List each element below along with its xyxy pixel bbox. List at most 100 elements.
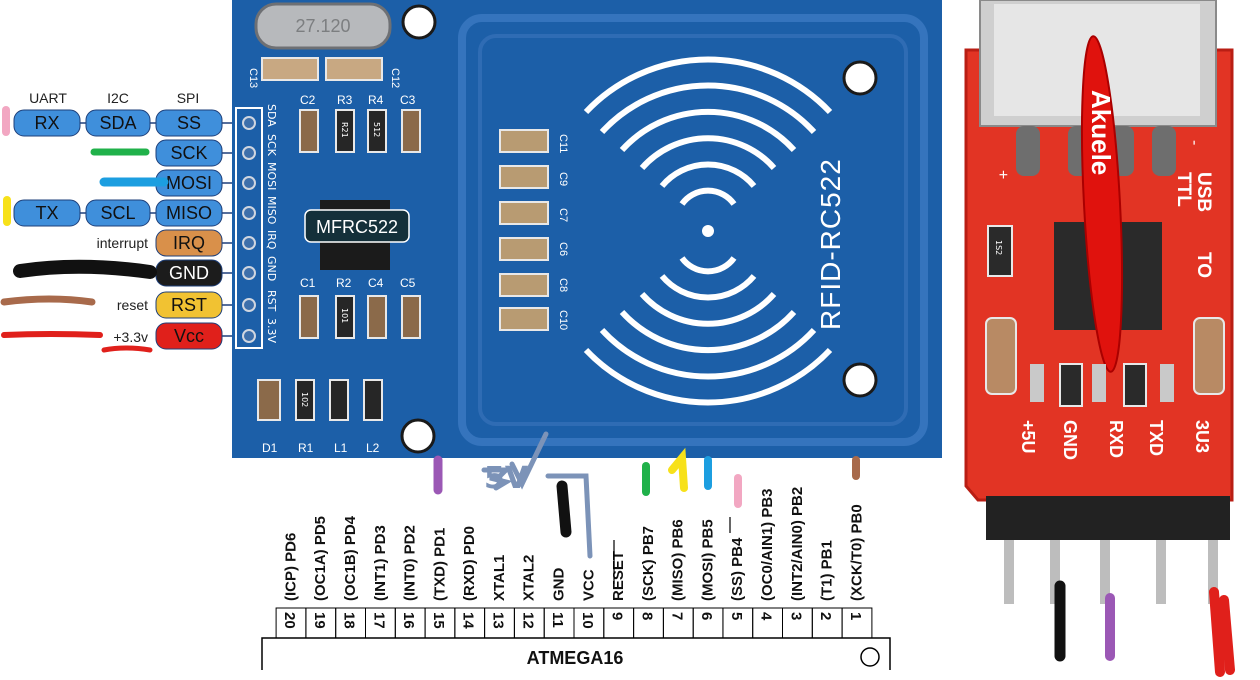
mcu-pin-number: 18 [341,612,358,629]
chip-label: MFRC522 [316,217,398,237]
red-mark [4,334,100,335]
usb-ttl-to: TO [1193,252,1214,278]
pin-label-gnd: GND [169,263,209,283]
mcu-pin-label: (ICP) PD6 [282,533,299,601]
crystal-label: 27.120 [295,16,350,36]
svg-text:MISO: MISO [265,196,278,225]
mcu-pin-number: 11 [549,612,566,628]
pin-label-rst: RST [171,295,207,315]
pin-label-mosi: MOSI [166,173,212,193]
svg-text:C5: C5 [400,276,416,290]
svg-text:C1: C1 [300,276,316,290]
mounting-hole [844,364,876,396]
svg-text:C6: C6 [557,242,569,256]
mcu-pin-number: 3 [787,612,804,620]
usb-pin-txd: TXD [1146,420,1166,456]
usb-pin-header [986,496,1230,540]
svg-text:C10: C10 [557,310,569,330]
svg-text:R3: R3 [337,93,353,107]
mcu-pin-label: GND [551,568,568,602]
mcu-pin-label: (MISO) PB6 [670,519,687,601]
brown-mark [4,299,92,302]
pin-label-sda: SDA [99,113,136,133]
mcu-pin-label: (OC0/AIN1) PB3 [759,488,776,601]
mcu-pin-label: (INT1) PD3 [372,525,389,601]
red-mark-2 [104,348,150,350]
svg-text:+: + [994,170,1011,179]
mcu-pin-number: 12 [519,612,536,629]
mcu-pin-number: 13 [490,612,507,629]
legend-marker-strokes [4,110,164,350]
pin1-marker [861,648,879,666]
svg-text:RST: RST [265,290,278,312]
mcu-pin-label: XTAL2 [521,555,538,601]
svg-text:L1: L1 [334,441,348,455]
mcu-pin-label: (XCK/T0) PB0 [848,504,865,601]
mcu-pin-label: (INT2/AIN0) PB2 [789,487,806,601]
usb-pin-rxd: RXD [1106,420,1126,458]
svg-text:C7: C7 [557,208,569,222]
svg-text:R4: R4 [368,93,384,107]
rfid-model-label: RFID-RC522 [815,158,846,330]
svg-text:R1: R1 [298,441,314,455]
svg-text:-: - [1186,140,1203,145]
mcu-pin-label: (SS) PB4 [729,537,746,601]
mcu-pin-number: 20 [281,612,298,629]
black-mark [20,267,150,272]
pin-label-rx: RX [34,113,59,133]
mcu-pin-label: (OC1A) PD5 [312,516,329,601]
usb-ttl-brand: Akuele [1086,90,1116,175]
svg-text:C3: C3 [400,93,416,107]
uart-group-label: UART [29,90,67,106]
mcu-pin-number: 17 [370,612,387,629]
usb-pin-5v: +5U [1018,420,1038,454]
svg-text:C11: C11 [557,134,569,153]
mcu-pin-number: 4 [758,612,775,621]
usb-marker-strokes [1060,586,1230,672]
svg-text:C4: C4 [368,276,384,290]
mounting-hole [403,6,435,38]
mcu-pin-label: VCC [580,569,597,601]
mcu-pin-label: (RXD) PD0 [461,526,478,601]
mcu-pin-label: (T1) PB1 [819,540,836,601]
svg-text:101: 101 [340,308,349,323]
mcu-pin-number: 7 [668,612,685,620]
svg-text:R2: R2 [336,276,352,290]
pin-label-miso: MISO [166,203,212,223]
mcu-pin-label: XTAL1 [491,555,508,601]
atmega16-chip: ATMEGA16 20(ICP) PD619(OC1A) PD518(OC1B)… [262,487,890,670]
rfid-pin-legend: UART I2C SPI RX SDA SS SCK MOSI TX SCL [14,90,250,349]
mcu-pin-number: 6 [698,612,715,620]
pin-label-scl: SCL [100,203,135,223]
svg-text:512: 512 [372,122,381,137]
mcu-pin-number: 9 [609,612,626,620]
mcu-pin-number: 16 [400,612,417,629]
svg-text:D1: D1 [262,441,278,455]
svg-text:L2: L2 [366,441,380,455]
annotation-5v-visible: 5V [484,461,529,496]
spi-group-label: SPI [177,90,200,106]
pin-label-tx: TX [35,203,58,223]
mcu-pin-label: (TXD) PD1 [431,528,448,601]
mcu-pin-number: 2 [817,612,834,620]
svg-text:IRQ: IRQ [265,230,278,250]
mcu-pin-number: 19 [311,612,328,629]
pin-label-sck: SCK [170,143,207,163]
atmega16-name: ATMEGA16 [527,648,624,668]
svg-text:R21: R21 [340,122,349,138]
svg-text:102: 102 [300,392,309,407]
pin-label-irq: IRQ [173,233,205,253]
usb-ttl-module: Akuele 1S2 + - USB TTL TO +5U GND RXD TX… [966,0,1232,604]
mcu-pin-number: 1 [847,612,864,620]
rfid-rc522-board: 27.120 C13 C12 SDA SCK MOSI MISO IRQ GND… [232,0,942,458]
pin-label-ss: SS [177,113,201,133]
mcu-pin-number: 14 [460,612,477,629]
svg-text:SCK: SCK [265,134,278,157]
usb-pin-3v3: 3U3 [1192,420,1212,453]
mcu-pin-number: 8 [639,612,656,620]
svg-text:GND: GND [265,256,278,281]
svg-text:SDA: SDA [265,104,278,127]
svg-text:3.3V: 3.3V [265,318,278,343]
svg-text:C13: C13 [247,68,259,88]
